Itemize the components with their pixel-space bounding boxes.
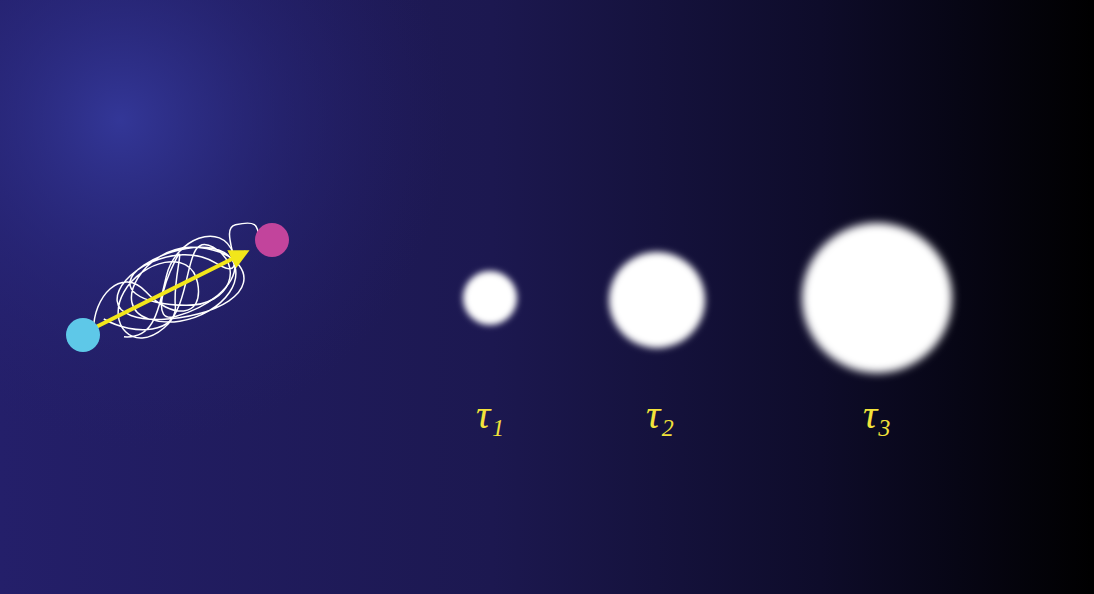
diffusion-spot (802, 223, 952, 373)
walk-path (90, 227, 248, 348)
time-label: τ₁ (476, 395, 504, 435)
end-dot (255, 223, 289, 257)
diffusion-spot (463, 271, 517, 325)
time-label: τ₂ (646, 395, 674, 435)
walk-path (77, 212, 281, 362)
diffusion-spot (609, 252, 705, 348)
start-dot (66, 318, 100, 352)
random-walk (77, 212, 281, 362)
displacement-arrow (90, 252, 246, 330)
time-label: τ₃ (863, 395, 891, 435)
